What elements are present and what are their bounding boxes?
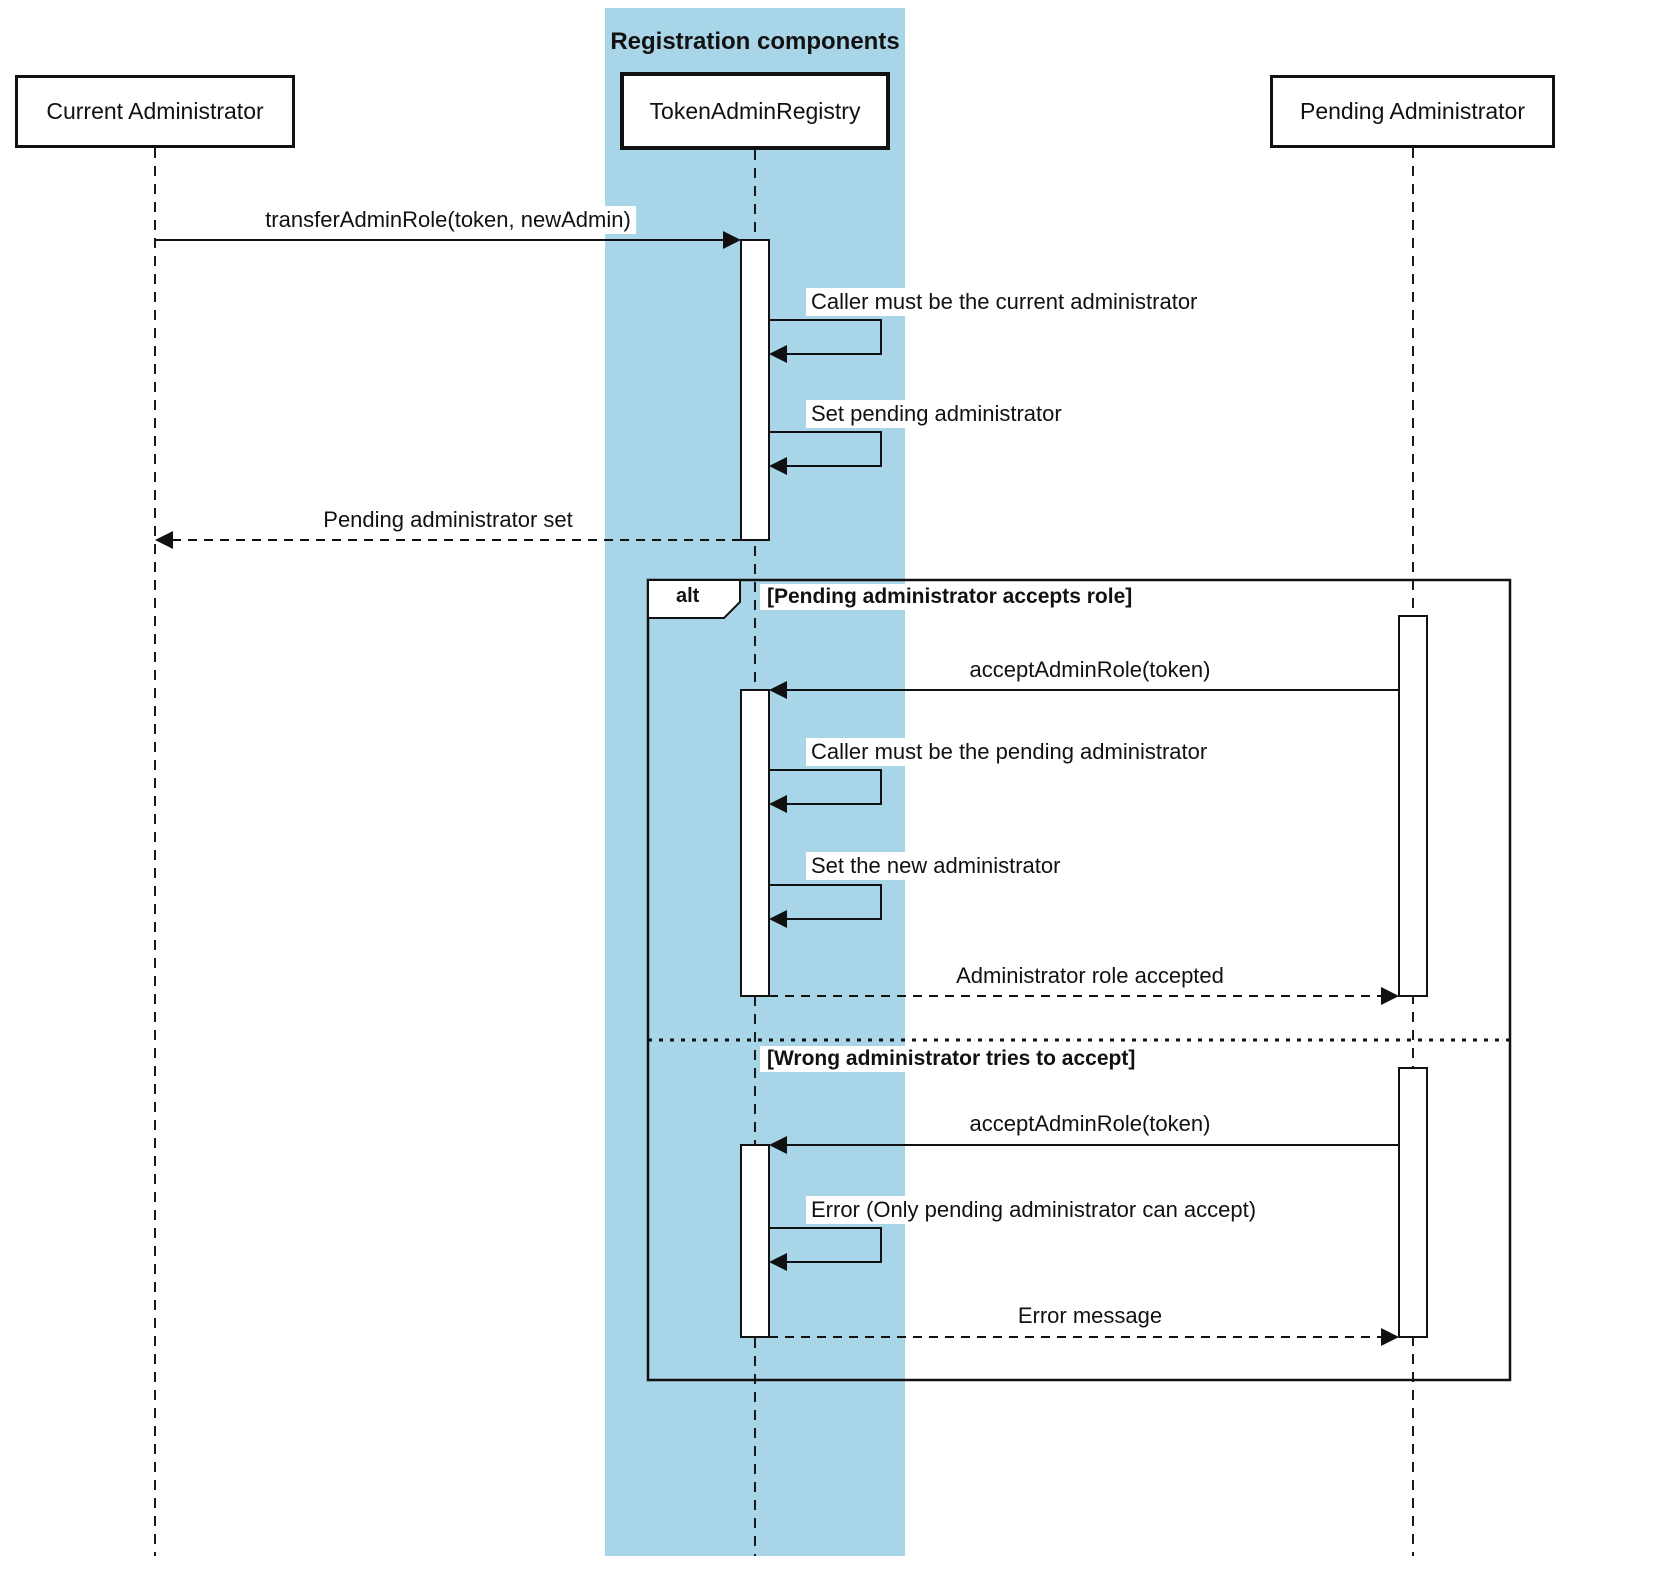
message-label-set-pending: Set pending administrator — [806, 400, 1067, 428]
arrowhead — [1381, 1328, 1399, 1346]
activation-bar-registry-2 — [740, 689, 770, 997]
arrow-self-caller-current — [769, 319, 882, 355]
message-label-error-only: Error (Only pending administrator can ac… — [806, 1196, 1262, 1224]
arrowhead — [769, 910, 787, 928]
message-label-pending-set: Pending administrator set — [318, 506, 578, 534]
arrowhead — [1381, 987, 1399, 1005]
participant-token-admin-registry: TokenAdminRegistry — [620, 72, 890, 150]
message-label-role-accepted: Administrator role accepted — [951, 962, 1229, 990]
message-label-caller-pending: Caller must be the pending administrator — [806, 738, 1213, 766]
arrowhead — [769, 1136, 787, 1154]
arrow-self-set-pending — [769, 431, 882, 467]
arrow-self-set-new — [769, 884, 882, 920]
arrowhead — [769, 681, 787, 699]
arrowhead — [769, 345, 787, 363]
arrowhead — [723, 231, 741, 249]
arrowhead — [769, 1253, 787, 1271]
activation-bar-pending-2 — [1398, 1067, 1428, 1338]
arrowhead — [769, 457, 787, 475]
alt-frame — [646, 578, 1512, 1382]
activation-bar-registry-1 — [740, 239, 770, 541]
message-label-transfer-admin-role: transferAdminRole(token, newAdmin) — [260, 206, 636, 234]
region-title: Registration components — [610, 28, 900, 55]
arrowhead — [769, 795, 787, 813]
alt-tab — [647, 579, 741, 619]
participant-current-administrator: Current Administrator — [15, 75, 295, 148]
message-label-accept-admin-role-1: acceptAdminRole(token) — [964, 656, 1216, 684]
alt-operator-label: alt — [676, 585, 700, 607]
alt-condition-2: [Wrong administrator tries to accept] — [760, 1046, 1143, 1072]
participant-pending-administrator: Pending Administrator — [1270, 75, 1555, 148]
message-label-accept-admin-role-2: acceptAdminRole(token) — [964, 1110, 1216, 1138]
activation-bar-registry-3 — [740, 1144, 770, 1338]
message-label-caller-current: Caller must be the current administrator — [806, 288, 1203, 316]
message-label-set-new: Set the new administrator — [806, 852, 1066, 880]
alt-condition-1: [Pending administrator accepts role] — [760, 584, 1140, 610]
arrowhead — [155, 531, 173, 549]
arrow-self-caller-pending — [769, 769, 882, 805]
message-label-error-message: Error message — [1012, 1302, 1168, 1330]
activation-bar-pending-1 — [1398, 615, 1428, 997]
arrow-self-error — [769, 1227, 882, 1263]
